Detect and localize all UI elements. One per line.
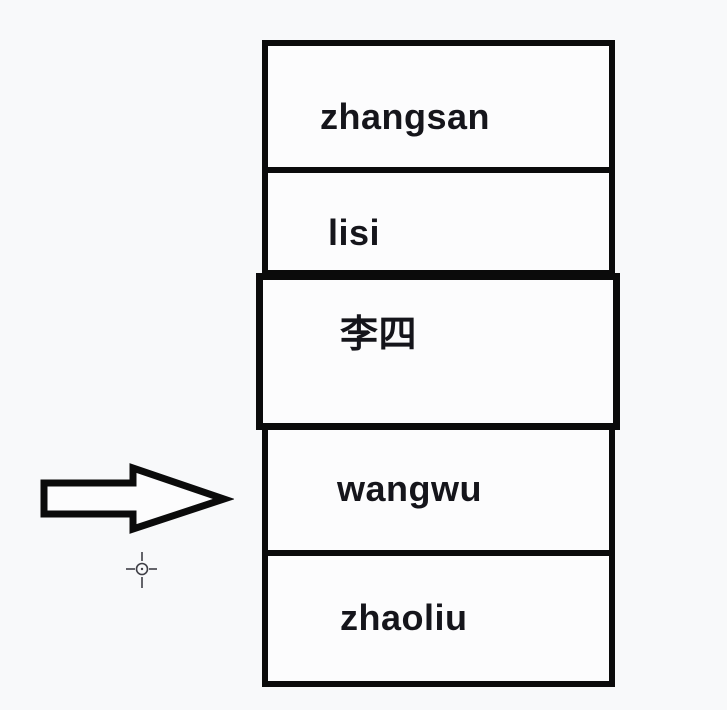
row-label: lisi <box>328 211 381 253</box>
row-label: wangwu <box>337 467 482 509</box>
row-label: zhangsan <box>320 95 491 137</box>
row-label: zhaoliu <box>340 596 468 638</box>
right-arrow-icon <box>40 463 234 534</box>
crosshair-icon <box>126 552 157 588</box>
row-box-lisi-cjk: 李四 <box>256 273 620 430</box>
row-box-zhaoliu: zhaoliu <box>262 550 615 687</box>
row-box-lisi: lisi <box>262 167 615 276</box>
row-box-zhangsan: zhangsan <box>262 40 615 173</box>
name-box-stack: zhangsan lisi 李四 wangwu zhaoliu <box>256 40 620 687</box>
row-box-wangwu: wangwu <box>262 423 615 556</box>
row-label: 李四 <box>340 314 418 356</box>
